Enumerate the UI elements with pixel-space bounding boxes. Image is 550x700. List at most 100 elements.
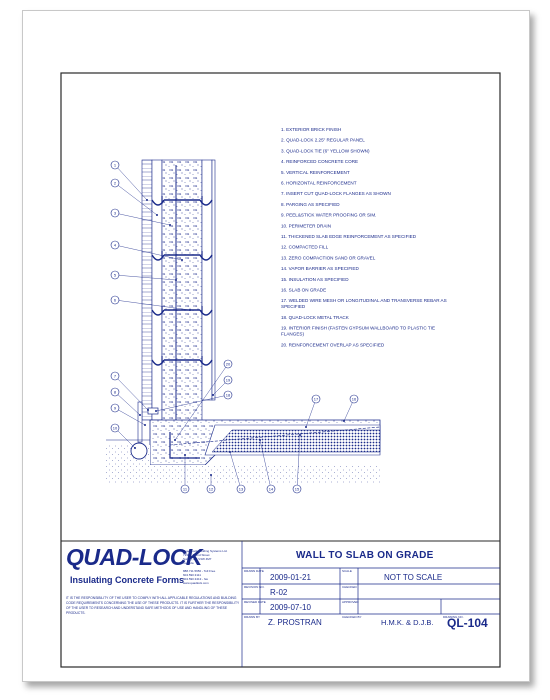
tie xyxy=(151,356,213,366)
callout-number: 19 xyxy=(226,378,231,383)
callout-number: 6 xyxy=(114,298,117,303)
compacted-fill xyxy=(150,465,380,483)
note-item: 15. INSULATION AS SPECIFIED xyxy=(281,277,349,282)
callout-4: 4 xyxy=(110,240,183,261)
callout-number: 15 xyxy=(295,487,300,492)
callout-17: 17 xyxy=(305,394,321,428)
callout-number: 9 xyxy=(114,406,117,411)
label-checked: CHECKED xyxy=(342,585,357,589)
note-item: 3. QUAD-LOCK TIE (6" YELLOW SHOWN) xyxy=(281,148,370,153)
callout-number: 16 xyxy=(352,397,357,402)
callout-number: 3 xyxy=(114,211,117,216)
note-item: 10. PERIMETER DRAIN xyxy=(281,223,331,228)
quad-lock-logo: QUAD-LOCK xyxy=(66,544,203,570)
callout-7: 7 xyxy=(110,371,149,411)
note-item: 12. COMPACTED FILL xyxy=(281,245,329,250)
note-item: 2. QUAD-LOCK 2.25" REGULAR PANEL xyxy=(281,138,365,143)
notes-list: 1. EXTERIOR BRICK FINISH 2. QUAD-LOCK 2.2… xyxy=(281,127,447,347)
callout-number: 20 xyxy=(226,362,231,367)
revision-no: R-02 xyxy=(270,588,288,597)
drawn-by: Z. PROSTRAN xyxy=(268,618,322,627)
callout-number: 17 xyxy=(314,397,319,402)
revised-date: 2009-07-10 xyxy=(270,603,311,612)
label-checked-by: CHECKED BY xyxy=(342,615,362,619)
outer-eps-panel xyxy=(151,159,163,421)
label-revision: REVISION NO. xyxy=(244,585,265,589)
callout-11: 11 xyxy=(180,454,190,494)
note-item: 11. THICKENED SLAB EDGE REINFORCEMENT AS… xyxy=(281,234,417,239)
drawing-number: QL-104 xyxy=(447,616,488,630)
edge-rebar xyxy=(169,432,200,459)
note-item: 6. HORIZONTAL REINFORCEMENT xyxy=(281,181,357,186)
logo-subtitle: Insulating Concrete Forms xyxy=(70,575,185,585)
label-drawing-no: DRAWING NO. xyxy=(443,615,464,619)
label-revised: REVISED DATE xyxy=(244,600,266,604)
title-block-grid xyxy=(241,541,500,667)
callout-13: 13 xyxy=(229,451,246,494)
callout-3: 3 xyxy=(110,208,171,226)
callout-9: 9 xyxy=(110,403,146,426)
note-item: 18. QUAD-LOCK METAL TRACK xyxy=(281,315,350,320)
callout-14: 14 xyxy=(259,439,276,494)
note-item: 16. SLAB ON GRADE xyxy=(281,288,326,293)
callout-number: 5 xyxy=(114,273,117,278)
tie xyxy=(151,306,213,316)
callout-16: 16 xyxy=(343,394,359,422)
note-item: 9. PEEL&STICK WATER PROOFING OR SIM. xyxy=(281,213,376,218)
callout-12: 12 xyxy=(206,474,216,494)
callout-6: 6 xyxy=(110,295,191,311)
callout-20: 20 xyxy=(174,359,233,441)
callout-number: 2 xyxy=(114,181,117,186)
callout-18: 18 xyxy=(155,390,233,412)
tie xyxy=(151,251,213,261)
concrete-core xyxy=(161,159,203,451)
note-item: 14. VAPOR BARRIER AS SPECIFIED xyxy=(281,266,359,271)
note-item: 13. ZERO COMPACTION SAND OR GRAVEL xyxy=(281,255,376,260)
callout-number: 14 xyxy=(269,487,274,492)
slab-reinforcement xyxy=(169,426,381,446)
callout-number: 4 xyxy=(114,243,117,248)
drawing-title: WALL TO SLAB ON GRADE xyxy=(296,550,434,561)
callout-15: 15 xyxy=(292,434,302,494)
callout-10: 10 xyxy=(110,423,136,449)
note-item: SPECIFIED xyxy=(281,304,306,309)
note-item: 20. REINFORCEMENT OVERLAP AS SPECIFIED xyxy=(281,342,385,347)
note-item: 19. INTERIOR FINISH (FASTEN GYPSUM WALLB… xyxy=(281,326,435,331)
label-scale: SCALE xyxy=(342,569,352,573)
perimeter-drain xyxy=(130,442,148,460)
interior-finish xyxy=(211,159,216,401)
note-item: FLANGES) xyxy=(281,332,304,337)
callout-number: 10 xyxy=(113,426,118,431)
callout-number: 8 xyxy=(114,390,117,395)
note-item: 5. VERTICAL REINFORCEMENT xyxy=(281,170,350,175)
tie xyxy=(151,196,213,206)
drawn-date: 2009-01-21 xyxy=(270,573,311,582)
note-item: 1. EXTERIOR BRICK FINISH xyxy=(281,127,341,132)
callout-2: 2 xyxy=(110,178,158,216)
callout-number: 1 xyxy=(114,163,117,168)
callout-number: 12 xyxy=(209,487,214,492)
callout-number: 11 xyxy=(183,487,188,492)
label-drawn-date: DRAWN DATE xyxy=(244,569,264,573)
note-item: 7. INSERT CUT QUAD-LOCK FLANGES AS SHOWN xyxy=(281,191,391,196)
drawing-sheet xyxy=(22,10,530,682)
label-drawn-by: DRAWN BY xyxy=(244,615,261,619)
wall-assembly xyxy=(106,159,381,483)
company-address: Quad-Lock Building Systems Ltd.7398 - 13… xyxy=(183,549,228,565)
scale-value: NOT TO SCALE xyxy=(384,573,443,582)
note-item: 8. PARGING AS SPECIFIED xyxy=(281,202,340,207)
disclaimer-text: IT IS THE RESPONSIBILITY OF THE USER TO … xyxy=(66,596,240,615)
note-item: 4. REINFORCED CONCRETE CORE xyxy=(281,159,358,164)
callout-1: 1 xyxy=(110,160,148,201)
gravel-layer xyxy=(211,429,381,453)
note-item: 17. WELDED WIRE MESH OR LONGITUDINAL AND… xyxy=(281,298,447,303)
callout-5: 5 xyxy=(110,270,177,281)
callout-8: 8 xyxy=(110,387,141,416)
label-approved: APPROVED xyxy=(342,600,359,604)
quad-lock-ties xyxy=(151,196,213,366)
callout-19: 19 xyxy=(212,375,233,396)
callout-number: 13 xyxy=(239,487,244,492)
